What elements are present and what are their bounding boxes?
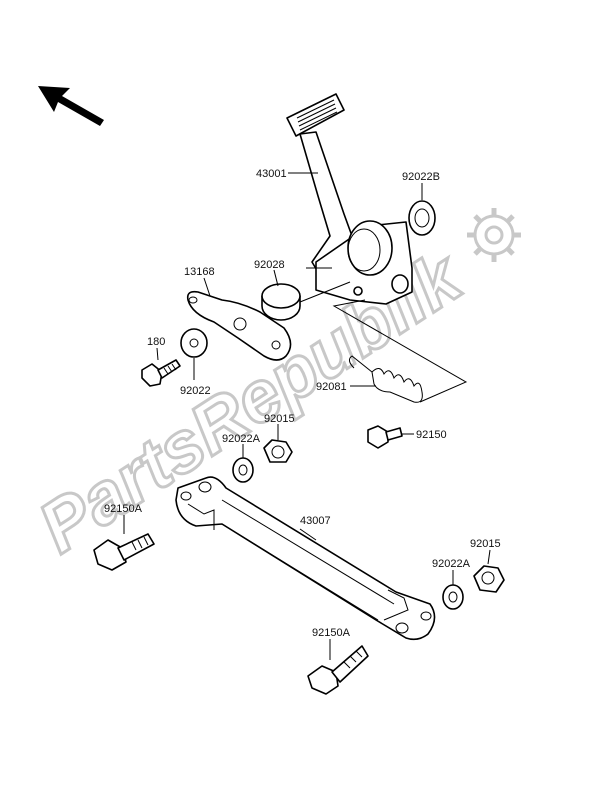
label-spring: 92081 xyxy=(316,381,347,393)
label-washer-lower: 92022A xyxy=(432,558,471,570)
label-washer-upper: 92022A xyxy=(222,433,261,445)
label-bolt-left: 92150A xyxy=(104,503,143,515)
plate-13168 xyxy=(186,290,292,361)
washer-92022a-lower xyxy=(442,584,464,610)
label-collar: 92028 xyxy=(254,259,285,271)
spring-92081 xyxy=(332,299,468,403)
label-bolt-bottom: 92150A xyxy=(312,627,351,639)
bolt-180 xyxy=(141,359,181,387)
bolt-92150a-left xyxy=(93,533,155,571)
washer-92022b xyxy=(408,200,436,236)
nut-92015-lower xyxy=(473,565,505,593)
label-nut-upper: 92015 xyxy=(264,413,295,425)
washer-92022 xyxy=(180,328,208,358)
label-pedal: 43001 xyxy=(256,168,287,180)
bolt-92150 xyxy=(367,425,403,449)
label-washer-top: 92022B xyxy=(402,171,440,183)
bolt-92150a-bottom xyxy=(307,645,369,695)
label-nut-lower: 92015 xyxy=(470,538,501,550)
label-bolt-right: 92150 xyxy=(416,429,447,441)
washer-92022a-upper xyxy=(232,457,254,483)
rod-43007 xyxy=(175,476,436,641)
collar-92028 xyxy=(261,281,351,321)
gear-icon xyxy=(467,208,521,262)
label-plate: 13168 xyxy=(184,266,215,278)
nut-92015-upper xyxy=(263,439,293,463)
label-rod: 43007 xyxy=(300,515,331,527)
brake-pedal xyxy=(286,93,413,305)
label-washer-left: 92022 xyxy=(180,385,211,397)
label-bolt-small: 180 xyxy=(147,336,165,348)
front-arrow-icon xyxy=(38,86,104,126)
